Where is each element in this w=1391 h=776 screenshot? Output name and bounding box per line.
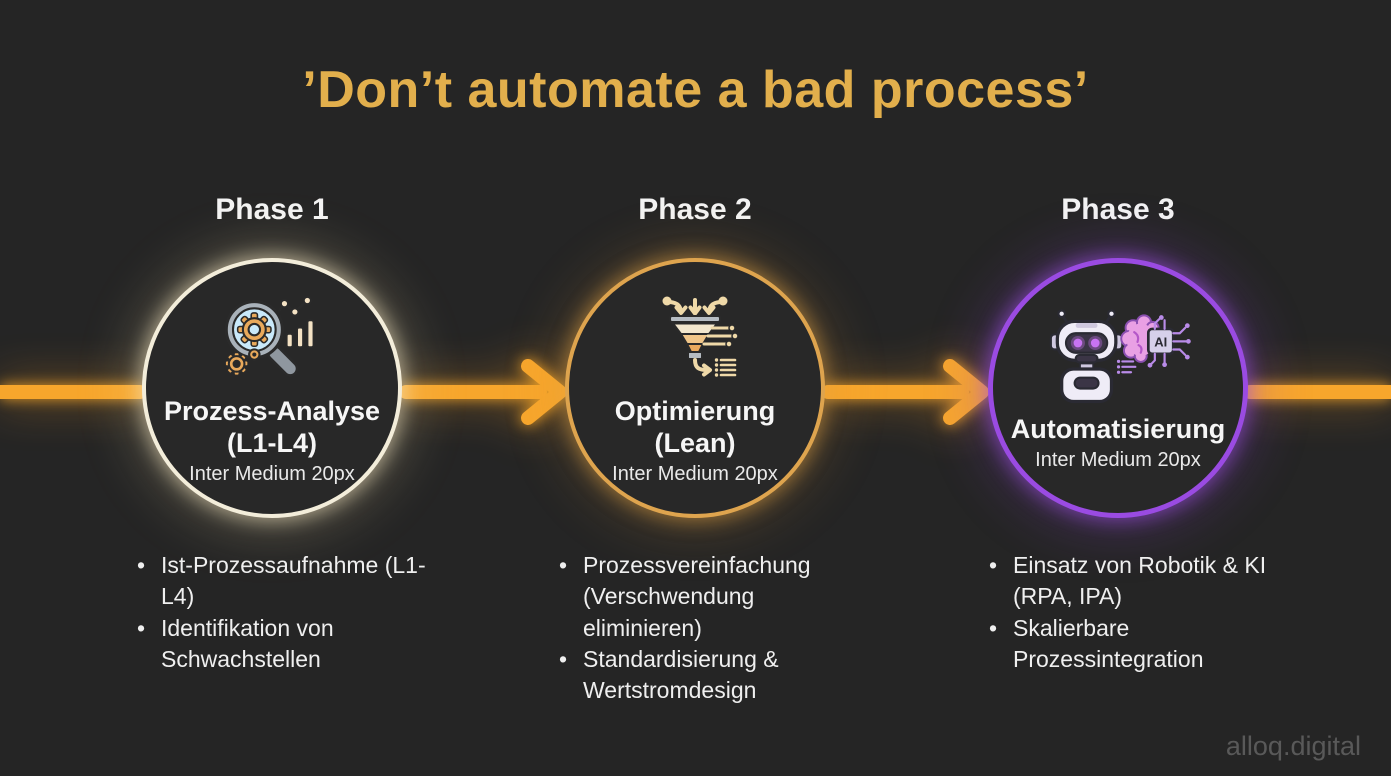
bullet-item: Skalierbare Prozessintegration [986, 613, 1286, 676]
phase-2-bullet-list: Prozessvereinfachung (Verschwendung elim… [556, 550, 856, 706]
robot-ai-brain-icon: AI [1049, 309, 1191, 404]
bullet-item: Standardisierung & Wertstromdesign [556, 644, 856, 707]
bullet-item: Ist-Prozessaufnahme (L1-L4) [134, 550, 434, 613]
phase-1-name: Prozess-Analyse [163, 396, 381, 427]
phase-2-label: Phase 2 [638, 193, 752, 226]
bullet-item: Einsatz von Robotik & KI (RPA, IPA) [986, 550, 1286, 613]
phase-1-bullet-list: Ist-Prozessaufnahme (L1-L4) Identifikati… [134, 550, 434, 675]
phase-3-name: Automatisierung [1010, 413, 1226, 444]
ai-chip-label: AI [1154, 334, 1167, 349]
phase-2-circle: Optimierung (Lean) Inter Medium 20px [565, 258, 825, 518]
magnifier-gear-analysis-icon [224, 296, 315, 378]
phase-3-circle: AI Automatisierung Inter Medium 20px [988, 258, 1248, 518]
phase-2-name: Optimierung [614, 396, 776, 427]
bullet-item: Identifikation von Schwachstellen [134, 613, 434, 676]
watermark-alloq-digital: alloq.digital [1225, 731, 1361, 761]
lean-funnel-icon [662, 296, 739, 378]
phase-1-name-line2: (L1-L4) [227, 427, 317, 458]
phase-1-subtitle: Inter Medium 20px [189, 462, 355, 485]
arrowhead-2-3 [943, 359, 989, 425]
arrowhead-1-2 [521, 359, 567, 425]
bullet-item: Prozessvereinfachung (Verschwendung elim… [556, 550, 856, 644]
phase-3-subtitle: Inter Medium 20px [1035, 449, 1201, 472]
phase-1-circle: Prozess-Analyse (L1-L4) Inter Medium 20p… [142, 258, 402, 518]
slide-title: ’Don’t automate a bad process’ [302, 61, 1089, 119]
phase-2-name-line2: (Lean) [654, 427, 736, 458]
process-flow-arrows [0, 359, 1391, 425]
phase-3-label: Phase 3 [1061, 193, 1175, 226]
phase-1-label: Phase 1 [215, 193, 329, 226]
phase-3-bullet-list: Einsatz von Robotik & KI (RPA, IPA) Skal… [986, 550, 1286, 675]
phase-2-subtitle: Inter Medium 20px [612, 462, 778, 485]
